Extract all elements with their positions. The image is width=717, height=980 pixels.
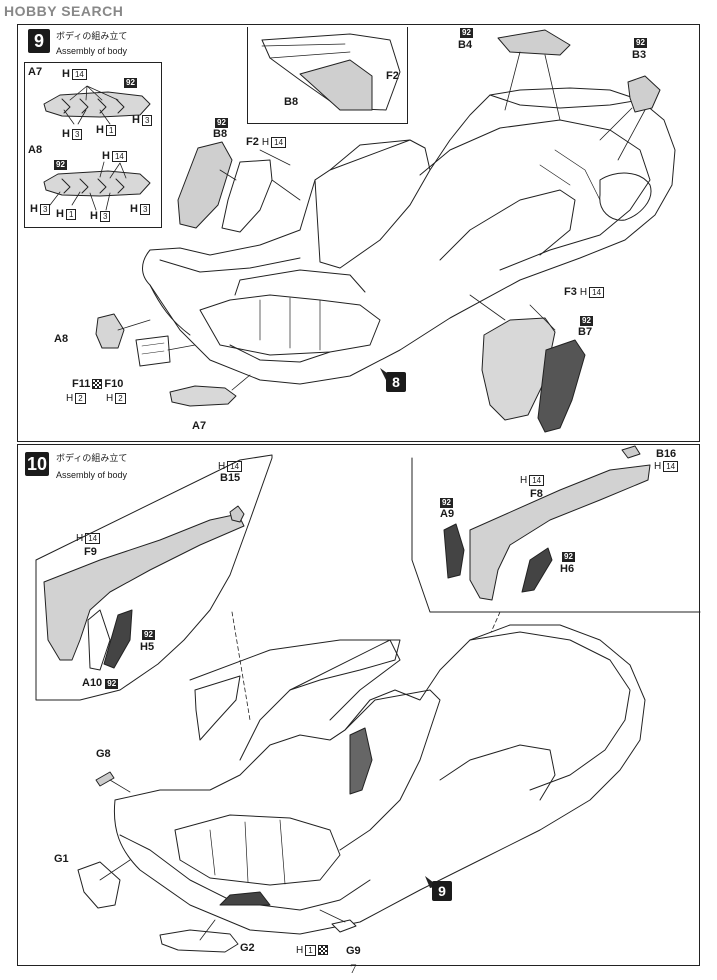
label-a10: A10 92	[82, 677, 119, 689]
part-g8-drawing	[95, 771, 115, 787]
ref-step-9-badge: 9	[432, 881, 452, 901]
part-b8-drawing	[177, 141, 233, 229]
part-b15-drawing	[229, 505, 245, 523]
step-9-title-jp: ボディの組み立て	[56, 32, 128, 42]
step-9-title-en: Assembly of body	[56, 46, 128, 56]
label-a8-inset: A8	[28, 144, 43, 156]
step-9-car-body-drawing	[142, 87, 676, 385]
part-a8-inset-drawing	[43, 170, 151, 197]
label-b8-top: B8	[284, 96, 299, 108]
part-f8-drawing	[469, 464, 651, 601]
label-a9: A9	[440, 508, 455, 520]
part-a8-drawing	[95, 313, 125, 349]
part-b16-drawing	[621, 445, 641, 459]
part-g2-drawing	[159, 929, 239, 953]
step-10-title-en: Assembly of body	[56, 470, 128, 480]
label-g8: G8	[96, 748, 111, 760]
label-g9: G9	[346, 945, 361, 957]
part-h6-drawing	[521, 547, 553, 593]
label-92-b7: 92	[580, 316, 593, 326]
ref-step-8-badge: 8	[386, 372, 406, 392]
label-g1: G1	[54, 853, 69, 865]
step-10-car-body-drawing	[113, 624, 646, 935]
label-a7-inset: A7	[28, 66, 43, 78]
part-b4-drawing	[497, 29, 571, 56]
step-10-frame	[17, 444, 700, 966]
page-number: 7	[350, 961, 357, 976]
step-9-inset	[24, 62, 162, 228]
label-f2-top: F2	[386, 70, 399, 82]
label-b16: B16	[656, 448, 677, 460]
step-10-title-jp: ボディの組み立て	[56, 454, 128, 464]
part-f9-drawing	[43, 513, 245, 661]
label-92-b3: 92	[634, 38, 647, 48]
label-b4: B4	[458, 39, 473, 51]
label-92-h6: 92	[562, 552, 575, 562]
label-92-a7: 92	[124, 78, 137, 88]
label-b3: B3	[632, 49, 647, 61]
part-b3-drawing	[627, 75, 661, 113]
watermark: HOBBY SEARCH	[4, 3, 124, 19]
label-g2: G2	[240, 942, 255, 954]
part-a9-drawing	[443, 523, 465, 579]
label-92-b4: 92	[460, 28, 473, 38]
label-92-a9: 92	[440, 498, 453, 508]
label-b15: B15	[220, 472, 241, 484]
part-b7-drawing	[537, 339, 586, 433]
part-f3-drawing	[481, 317, 556, 421]
label-h6: H6	[560, 563, 575, 575]
label-92-a8: 92	[54, 160, 67, 170]
label-h5: H5	[140, 641, 155, 653]
part-g1-drawing	[77, 861, 121, 909]
step-10-number: 10	[25, 452, 49, 476]
part-f2-drawing	[221, 159, 273, 233]
label-f8: F8	[530, 488, 543, 500]
step-9-number: 9	[28, 29, 50, 53]
label-b7: B7	[578, 326, 593, 338]
label-a7: A7	[192, 420, 207, 432]
part-h5-drawing	[103, 609, 133, 669]
label-f9: F9	[84, 546, 97, 558]
label-92-b8: 92	[215, 118, 228, 128]
label-92-h5: 92	[142, 630, 155, 640]
part-f10-drawing	[135, 335, 171, 367]
part-a10-drawing	[87, 609, 111, 671]
label-a8: A8	[54, 333, 69, 345]
step-9-top-inset	[247, 27, 408, 124]
label-b8: B8	[213, 128, 228, 140]
step-9-frame	[17, 24, 700, 442]
part-a7-inset-drawing	[43, 91, 151, 118]
part-a7-drawing	[169, 385, 237, 407]
